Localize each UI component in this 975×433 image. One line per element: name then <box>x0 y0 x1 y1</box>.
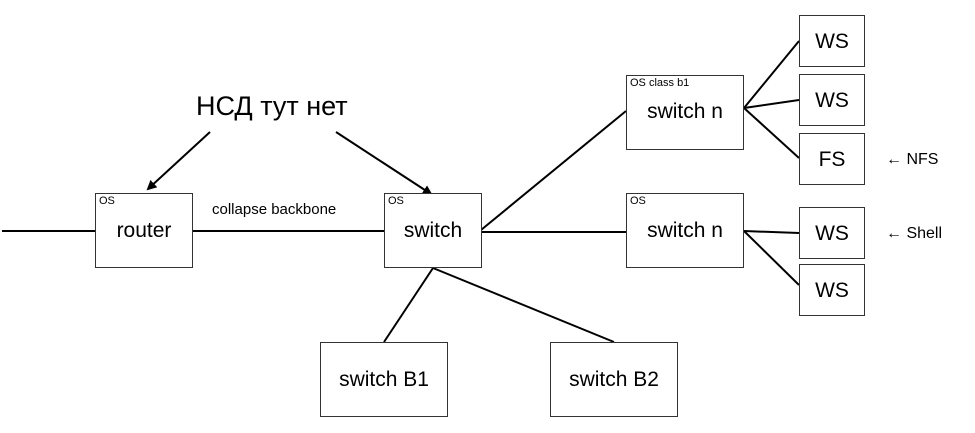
annotation-text: НСД тут нет <box>196 91 348 121</box>
ws-node-1: WS <box>799 15 865 67</box>
link-switch-n-top-to-ws1 <box>743 40 800 109</box>
ws-4-label: WS <box>815 279 849 302</box>
router-node: OS router <box>95 193 193 268</box>
link-switch-n-top-to-fs <box>743 107 800 159</box>
ws-3-label: WS <box>815 222 849 245</box>
core-switch-os-tag: OS <box>388 195 404 207</box>
fs-label: FS <box>818 148 846 171</box>
annotation-arrow-to-router <box>146 131 211 191</box>
switch-n-top-os-tag: OS class b1 <box>630 77 690 89</box>
nfs-note: ← NFS <box>886 151 939 168</box>
ws-node-2: WS <box>799 74 865 126</box>
router-label: router <box>116 219 172 242</box>
core-switch-node: OS switch <box>384 193 482 268</box>
switch-n-top-node: OS class b1 switch n <box>626 75 744 150</box>
link-switch-n-mid-to-ws3 <box>743 230 800 234</box>
ws-node-3: WS <box>799 207 865 259</box>
link-switch-n-top-to-ws2 <box>743 99 800 109</box>
switch-b2-node: switch B2 <box>550 342 678 417</box>
ws-2-label: WS <box>815 89 849 112</box>
ws-1-label: WS <box>815 30 849 53</box>
core-switch-label: switch <box>403 219 463 242</box>
switch-b1-node: switch B1 <box>320 342 448 417</box>
switch-b1-label: switch B1 <box>339 368 429 391</box>
switch-n-mid-os-tag: OS <box>630 195 646 207</box>
ws-node-4: WS <box>799 264 865 316</box>
switch-n-mid-label: switch n <box>647 219 723 242</box>
switch-b2-label: switch B2 <box>569 368 659 391</box>
shell-note: ← Shell <box>886 225 943 242</box>
link-switch-to-switch-b2 <box>432 267 615 343</box>
router-os-tag: OS <box>99 195 115 207</box>
collapse-backbone-label: collapse backbone <box>212 201 337 218</box>
link-switch-to-switch-b1 <box>383 267 434 343</box>
link-switch-to-switch-n-top <box>480 110 627 231</box>
link-switch-n-mid-to-ws4 <box>743 230 800 286</box>
switch-n-top-label: switch n <box>647 100 723 123</box>
annotation-arrow-to-switch <box>335 131 433 196</box>
switch-n-mid-node: OS switch n <box>626 193 744 268</box>
fs-node: FS <box>799 133 865 185</box>
